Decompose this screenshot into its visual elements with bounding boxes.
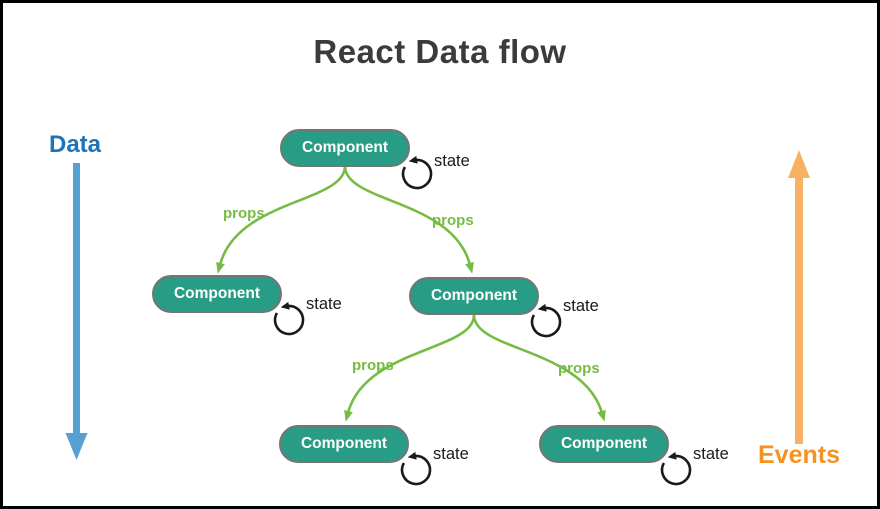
state-label: state [693,445,729,463]
state-loop-icon [273,301,305,336]
component-node-root: Component [280,129,410,167]
diagram-arrows-layer [65,150,810,460]
events-flow-arrow-icon [788,150,810,444]
component-node-child-right: Component [409,277,539,315]
state-loop-icon [400,451,432,486]
state-label: state [434,152,470,170]
props-edge-label: props [352,357,394,374]
props-edge-label: props [223,205,265,222]
state-label: state [433,445,469,463]
state-label: state [306,295,342,313]
state-label: state [563,297,599,315]
component-node-label: Component [301,139,389,156]
component-node-label: Component [173,285,261,302]
component-node-label: Component [430,287,518,304]
data-flow-arrow-icon [65,163,88,460]
state-loop-icon [530,303,562,338]
state-loop-icon [660,451,692,486]
props-edge-label: props [558,360,600,377]
component-node-grandchild-right: Component [539,425,669,463]
props-edge-label: props [432,212,474,229]
page-title: React Data flow [313,33,567,70]
component-node-label: Component [560,435,648,452]
data-flow-label: Data [49,131,102,158]
component-node-child-left: Component [152,275,282,313]
events-flow-label: Events [758,441,840,469]
component-node-grandchild-left: Component [279,425,409,463]
component-node-label: Component [300,435,388,452]
state-loop-icon [401,155,433,190]
